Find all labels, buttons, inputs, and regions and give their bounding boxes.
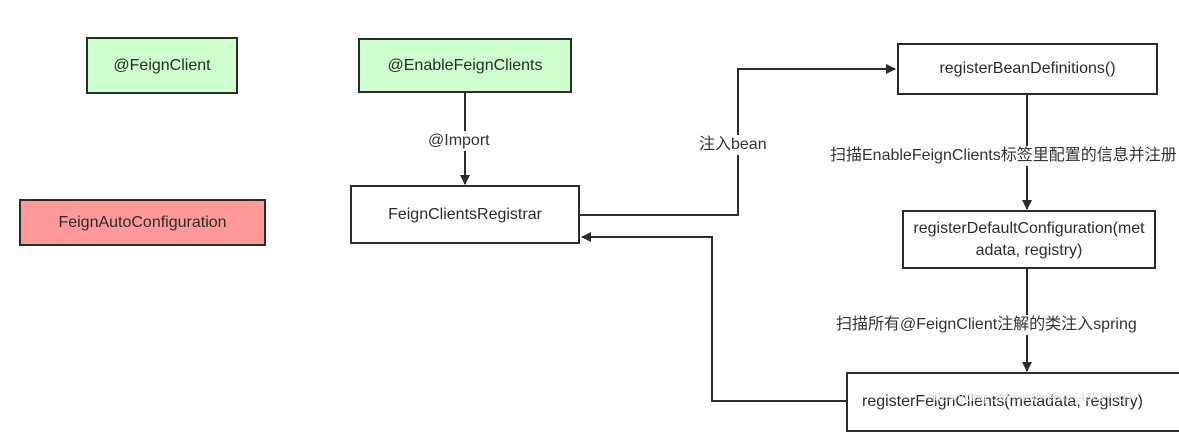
enable-feign-clients-node: @EnableFeignClients: [358, 38, 572, 93]
import-edge-label: @Import: [428, 131, 490, 151]
register-default-configuration-label: registerDefaultConfiguration(metadata, r…: [913, 219, 1145, 259]
feign-client-label: @FeignClient: [113, 56, 211, 74]
edge-return: [581, 232, 846, 402]
register-bean-definitions-label: registerBeanDefinitions(): [939, 60, 1116, 77]
feign-clients-registrar-node: FeignClientsRegistrar: [350, 185, 580, 244]
enable-feign-clients-label: @EnableFeignClients: [387, 56, 543, 74]
watermark-text: https://blog.csdn.net/weixin_43817709: [928, 390, 1133, 404]
feign-clients-registrar-label: FeignClientsRegistrar: [388, 205, 542, 223]
register-default-configuration-node: registerDefaultConfiguration(metadata, r…: [902, 210, 1156, 269]
feign-auto-configuration-node: FeignAutoConfiguration: [19, 199, 266, 246]
register-feign-clients-label: registerFeignClients(metadata, registry): [862, 393, 1143, 410]
inject-bean-edge-label: 注入bean: [699, 135, 767, 155]
scan-enable-edge-label: 扫描EnableFeignClients标签里配置的信息并注册: [830, 146, 1177, 166]
feign-client-node: @FeignClient: [86, 37, 238, 94]
register-bean-definitions-node: registerBeanDefinitions(): [897, 43, 1158, 95]
scan-all-edge-label: 扫描所有@FeignClient注解的类注入spring: [836, 315, 1137, 335]
feign-auto-configuration-label: FeignAutoConfiguration: [58, 213, 227, 231]
